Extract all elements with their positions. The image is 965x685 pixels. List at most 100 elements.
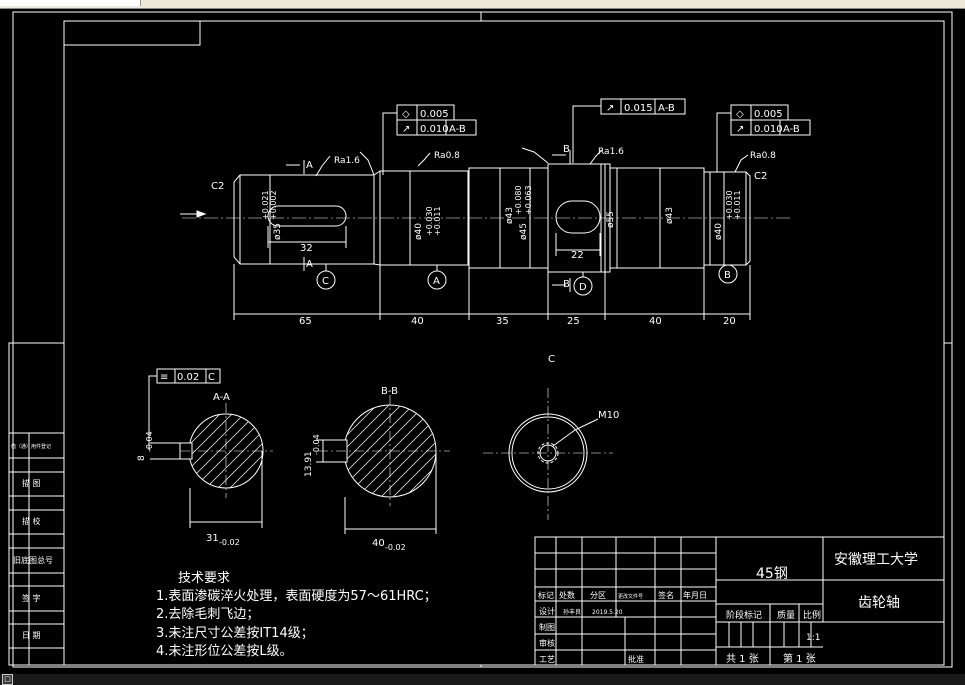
ucs-icon: □ [2, 674, 13, 685]
roughness-16b: Ra1.6 [598, 147, 624, 157]
sheet-current: 第 1 张 [783, 652, 816, 665]
chamfer-left: C2 [211, 181, 224, 192]
m10-label: M10 [598, 410, 619, 421]
row-draw: 制图 [539, 622, 555, 632]
section-cut-marks [286, 150, 571, 292]
datum-d: D [579, 282, 587, 293]
side-label-old: 旧底图总号 [13, 555, 53, 565]
tolerance-frames [148, 98, 811, 450]
row-design: 设计 [539, 606, 555, 616]
scrollbar-track[interactable] [0, 674, 965, 685]
datum-c: C [322, 276, 329, 287]
tol-sym-val: 0.02 [177, 372, 199, 383]
ratio-label: 比例 [803, 609, 821, 621]
cut-b-top: B [563, 144, 570, 155]
datum-markers [316, 264, 738, 296]
runout-icon: ↗ [402, 124, 410, 135]
dim-dia40b: ø40 [714, 223, 724, 240]
datum-b: B [724, 270, 731, 281]
section-aa-label: A-A [213, 392, 230, 403]
tol-right-val: 0.005 [754, 109, 783, 120]
header-date: 年月日 [683, 590, 707, 600]
dim-dia55: ø55 [606, 211, 616, 228]
tol-left-datum: A-B [449, 124, 466, 135]
tol-sym-datum: C [208, 372, 215, 383]
bb-key: 13.91 [304, 451, 314, 477]
header-change: 更改文件号 [618, 593, 643, 600]
side-label-register: 借（通）用件登记 [11, 443, 51, 450]
side-label-date: 日 期 [22, 631, 41, 640]
section-bb-label: B-B [381, 386, 398, 397]
section-views [150, 404, 599, 534]
aa-key: 8 [137, 455, 147, 461]
tol-left-val2: 0.010 [420, 124, 449, 135]
bb-key-tol: -0.04 [312, 434, 321, 455]
dim-dia40b-upper: +0.030 [725, 190, 734, 220]
tol-left-val: 0.005 [420, 109, 449, 120]
dim-32: 32 [300, 243, 313, 254]
outer-frame [12, 11, 953, 668]
aa-key-tol: -0.04 [145, 431, 154, 452]
dim-dia45-lower: +0.063 [524, 185, 533, 215]
hatch-aa [189, 414, 263, 488]
scale-value: 1:1 [806, 633, 820, 643]
tech-item-2: 2.去除毛刺飞边； [156, 607, 259, 622]
sheet-total: 共 1 张 [726, 653, 759, 665]
tech-requirements: 技术要求 1.表面渗碳淬火处理，表面硬度为57～61HRC； 2.去除毛刺飞边；… [156, 571, 437, 659]
approve-label: 批准 [628, 654, 644, 664]
view-c-label: C [548, 354, 555, 365]
cad-drawing: 0.005 0.010 A-B ◇ ↗ 0.015 A-B ↗ 0.005 0.… [8, 11, 953, 668]
dim-dia35-lower: +0.002 [269, 190, 278, 220]
dim-40: 40 [411, 316, 424, 327]
stage-mark: 阶段标记 [726, 609, 762, 621]
dim-40b: 40 [649, 316, 662, 327]
document-tab[interactable] [0, 0, 141, 6]
row-review: 审核 [539, 638, 555, 648]
dim-dia43b: ø43 [665, 207, 675, 224]
dim-20: 20 [723, 316, 736, 327]
roughness-08: Ra0.8 [434, 151, 460, 161]
dim-dia40-upper: +0.030 [425, 206, 434, 236]
header-mark: 标记 [538, 590, 554, 600]
tech-item-4: 4.未注形位公差按L级。 [156, 644, 293, 659]
row-process: 工艺 [539, 655, 555, 664]
horizontal-scrollbar[interactable] [0, 674, 965, 685]
dim-22: 22 [571, 250, 584, 261]
side-labels: 借（通）用件登记 描 图 描 校 旧底图总号 签 字 日 期 [11, 443, 53, 640]
material: 45钢 [756, 566, 788, 582]
runout-icon-mid: ↗ [606, 103, 614, 114]
tech-item-3: 3.未注尺寸公差按IT14级； [156, 626, 314, 641]
cut-b-bottom: B [563, 279, 570, 290]
dim-dia35: ø35 [273, 223, 283, 240]
dim-dia45: ø45 [519, 223, 529, 240]
datum-a: A [433, 276, 440, 287]
tol-mid-val: 0.015 [624, 103, 653, 114]
design-date: 2019.5.20 [592, 609, 623, 616]
dim-25: 25 [567, 316, 580, 327]
symmetry-icon: ≡ [160, 372, 168, 383]
side-label-check: 描 校 [22, 516, 41, 526]
roughness-08b: Ra0.8 [750, 151, 776, 161]
dim-65: 65 [299, 316, 312, 327]
flatness-icon: ◇ [402, 109, 410, 120]
dim-dia43: ø43 [505, 207, 515, 224]
header-count: 处数 [559, 590, 575, 600]
shaft-main-view [233, 163, 751, 320]
dim-dia40: ø40 [414, 223, 424, 240]
top-left-box [63, 20, 201, 46]
tol-right-val2: 0.010 [754, 124, 783, 135]
bb-width-tol: -0.02 [385, 543, 406, 552]
dim-dia40b-lower: +0.011 [733, 190, 742, 220]
header-sign: 签名 [658, 590, 674, 600]
annotation-text: 0.005 0.010 A-B ◇ ↗ 0.015 A-B ↗ 0.005 0.… [160, 103, 800, 552]
tech-heading: 技术要求 [178, 571, 230, 586]
tol-mid-datum: A-B [658, 103, 675, 114]
designer-name: 孙丰良 [563, 608, 581, 616]
cut-a-top: A [306, 160, 313, 171]
weight-label: 质量 [777, 609, 795, 621]
dim-35: 35 [496, 316, 509, 327]
rotated-dims: ø40 +0.030 +0.011 ø43 ø45 +0.080 +0.063 … [137, 185, 742, 477]
inner-frame [63, 20, 945, 666]
title-block-text: 45钢 安徽理工大学 齿轮轴 1:1 共 1 张 第 1 张 阶段标记 质量 比… [538, 552, 918, 665]
aa-width: 31 [206, 533, 219, 544]
